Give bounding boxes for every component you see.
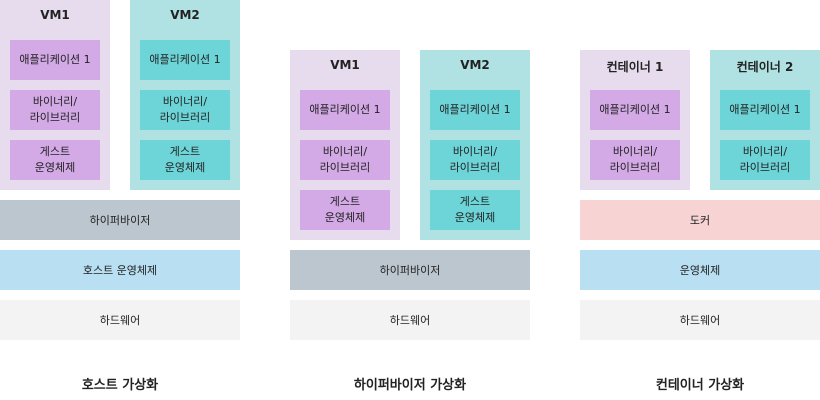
host-vm2-bins-libs: 바이너리/ 라이브러리 [140, 90, 230, 130]
host-os-layer: 호스트 운영체제 [0, 250, 240, 290]
hyp-vm1-app: 애플리케이션 1 [300, 90, 390, 130]
host-vm2-guest-os: 게스트 운영체제 [140, 140, 230, 180]
hyp-hardware-layer: 하드웨어 [290, 300, 530, 340]
hypervisor-virtualization-diagram: VM1 애플리케이션 1 바이너리/ 라이브러리 게스트 운영체제 VM2 애플… [290, 0, 530, 400]
container1-app: 애플리케이션 1 [590, 90, 680, 130]
container-virtualization-diagram: 컨테이너 1 애플리케이션 1 바이너리/ 라이브러리 컨테이너 2 애플리케이… [580, 0, 820, 400]
host-hypervisor-layer: 하이퍼바이저 [0, 200, 240, 240]
container-os-layer: 운영체제 [580, 250, 820, 290]
hyp-vm2-bins-libs: 바이너리/ 라이브러리 [430, 140, 520, 180]
hyp-vm2-app: 애플리케이션 1 [430, 90, 520, 130]
host-hardware-layer: 하드웨어 [0, 300, 240, 340]
hyp-vm1-title: VM1 [330, 58, 360, 72]
host-virtualization-diagram: VM1 애플리케이션 1 바이너리/ 라이브러리 게스트 운영체제 VM2 애플… [0, 0, 240, 400]
host-virtualization-caption: 호스트 가상화 [81, 378, 159, 393]
hyp-vm1-box: VM1 애플리케이션 1 바이너리/ 라이브러리 게스트 운영체제 [290, 50, 400, 240]
host-vm1-title: VM1 [40, 8, 70, 22]
container1-box: 컨테이너 1 애플리케이션 1 바이너리/ 라이브러리 [580, 50, 690, 190]
container1-bins-libs: 바이너리/ 라이브러리 [590, 140, 680, 180]
host-vm1-box: VM1 애플리케이션 1 바이너리/ 라이브러리 게스트 운영체제 [0, 0, 110, 190]
hyp-vm1-bins-libs: 바이너리/ 라이브러리 [300, 140, 390, 180]
hyp-vm2-title: VM2 [460, 58, 490, 72]
host-vm2-title: VM2 [170, 8, 200, 22]
container2-app: 애플리케이션 1 [720, 90, 810, 130]
host-vm1-app: 애플리케이션 1 [10, 40, 100, 80]
container-virtualization-caption: 컨테이너 가상화 [655, 378, 745, 393]
host-vm1-guest-os: 게스트 운영체제 [10, 140, 100, 180]
hyp-vm2-box: VM2 애플리케이션 1 바이너리/ 라이브러리 게스트 운영체제 [420, 50, 530, 240]
hyp-vm1-guest-os: 게스트 운영체제 [300, 190, 390, 230]
host-vm2-app: 애플리케이션 1 [140, 40, 230, 80]
container2-bins-libs: 바이너리/ 라이브러리 [720, 140, 810, 180]
hyp-hypervisor-layer: 하이퍼바이저 [290, 250, 530, 290]
host-vm2-box: VM2 애플리케이션 1 바이너리/ 라이브러리 게스트 운영체제 [130, 0, 240, 190]
hyp-vm2-guest-os: 게스트 운영체제 [430, 190, 520, 230]
hypervisor-virtualization-caption: 하이퍼바이저 가상화 [353, 378, 467, 393]
container2-title: 컨테이너 2 [736, 60, 794, 74]
host-vm1-bins-libs: 바이너리/ 라이브러리 [10, 90, 100, 130]
docker-layer: 도커 [580, 200, 820, 240]
container2-box: 컨테이너 2 애플리케이션 1 바이너리/ 라이브러리 [710, 50, 820, 190]
container-hardware-layer: 하드웨어 [580, 300, 820, 340]
container1-title: 컨테이너 1 [606, 60, 664, 74]
